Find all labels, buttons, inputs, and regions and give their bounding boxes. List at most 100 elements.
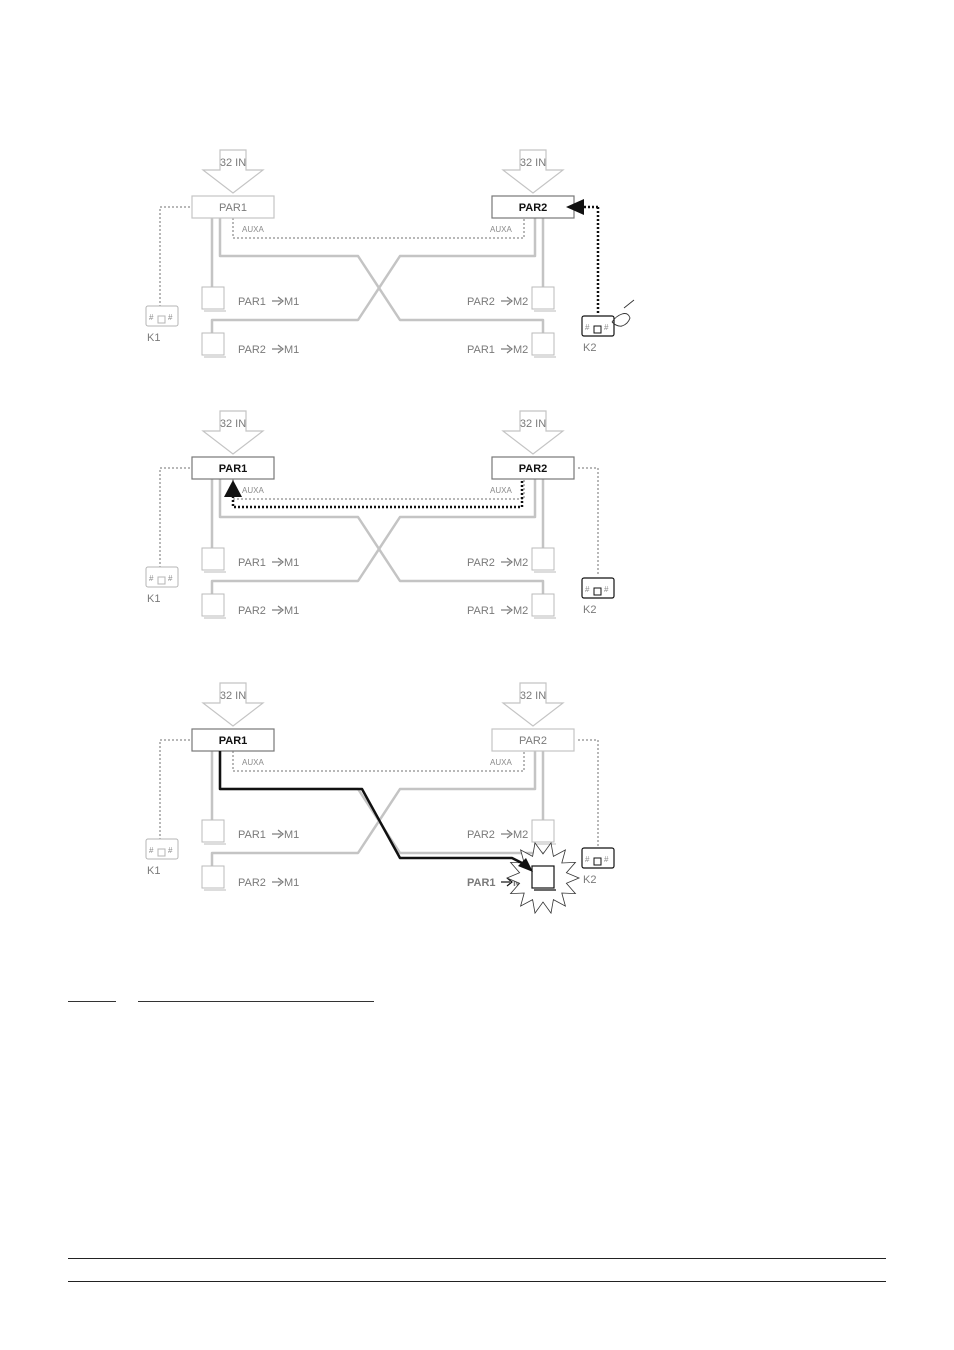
monitor-icon	[202, 287, 224, 309]
k1-link	[160, 207, 190, 306]
processor-par1: PAR1	[192, 729, 274, 751]
input-label: 32 IN	[220, 418, 246, 430]
keypad-k2: # # K2	[582, 578, 614, 616]
keypad-k1: # # K1	[146, 839, 178, 877]
aux-arrow-head	[224, 480, 242, 497]
monitor-label-destination: M2	[513, 296, 528, 308]
keypad-k1: ##K1	[146, 567, 178, 605]
k1-link	[160, 740, 190, 839]
input-arrow-par2: 32 IN	[503, 150, 563, 193]
keypad-label: K2	[583, 604, 596, 616]
monitor-m1-bottom	[202, 594, 226, 618]
wire-par1-m2	[220, 751, 543, 866]
processor-label: PAR1	[219, 463, 248, 475]
monitor-icon	[532, 287, 554, 309]
monitor-label-source: PAR1	[238, 296, 266, 308]
monitor-m1-bottom	[202, 333, 226, 357]
processor-par2: PAR2	[492, 729, 574, 751]
input-arrow-par2: 32 IN	[503, 411, 563, 454]
monitor-label-source: PAR2	[238, 344, 266, 356]
monitor-label-destination: M1	[284, 296, 299, 308]
processor-par2: PAR2	[492, 196, 574, 218]
monitor-m1-top	[202, 820, 226, 844]
processor-par1: PAR1	[192, 196, 274, 218]
monitor-m2-top	[532, 820, 556, 844]
input-label: 32 IN	[520, 157, 546, 169]
hand-press-icon	[612, 300, 634, 326]
monitor-label-destination: M2	[513, 344, 528, 356]
input-label: 32 IN	[520, 690, 546, 702]
k2-link	[578, 740, 598, 846]
keypad-k1: ##K1	[146, 306, 178, 344]
monitor-label-destination: M2	[513, 605, 528, 617]
monitor-icon	[202, 866, 224, 888]
monitor-label-source: PAR2	[467, 557, 495, 569]
keypad-key-left: #	[149, 846, 154, 855]
k1-link	[160, 468, 190, 567]
monitor-icon	[532, 548, 554, 570]
monitor-label-destination: M1	[284, 829, 299, 841]
monitor-label-destination: M1	[284, 877, 299, 889]
keypad-label: K1	[147, 332, 160, 344]
input-arrow-par1: 32 IN	[203, 683, 263, 726]
monitor-icon	[202, 548, 224, 570]
monitor-icon	[532, 594, 554, 616]
monitor-highlighted-icon	[532, 866, 554, 888]
processor-label: PAR2	[519, 202, 548, 214]
keypad-k2: ##K2	[582, 316, 614, 354]
aux-link	[233, 751, 524, 771]
footer-rule-top	[68, 1258, 886, 1259]
monitor-label-destination: M2	[513, 557, 528, 569]
heading-underline-long	[138, 1001, 374, 1002]
wire-par1-m2	[220, 218, 543, 333]
label-par2-m1: PAR2 M1	[238, 877, 299, 889]
aux-active-link	[233, 479, 522, 507]
keypad-key-left: #	[585, 323, 590, 332]
wire-par2-m1	[212, 218, 535, 333]
keypad-label: K1	[147, 593, 160, 605]
aux-label-par2: AUXA	[490, 758, 512, 767]
monitor-m1-top	[202, 548, 226, 572]
monitor-icon	[202, 820, 224, 842]
keypad-key-right: #	[168, 846, 173, 855]
monitor-label-source: PAR1	[238, 829, 266, 841]
input-arrow-par1: 32 IN	[203, 411, 263, 454]
monitor-label-source: PAR1	[467, 344, 495, 356]
aux-link	[233, 218, 524, 238]
aux-label-par1: AUXA	[242, 486, 264, 495]
k2-link	[578, 468, 598, 576]
aux-label-par2: AUXA	[490, 225, 512, 234]
keypad-key-right: #	[604, 585, 609, 594]
keypad-label: K1	[147, 865, 160, 877]
input-label: 32 IN	[520, 418, 546, 430]
monitor-m1-bottom	[202, 866, 226, 890]
aux-label-par1: AUXA	[242, 758, 264, 767]
input-arrow-par1: 32 IN	[203, 150, 263, 193]
keypad-label: K2	[583, 342, 596, 354]
monitor-label-source: PAR2	[238, 605, 266, 617]
keypad-key-left: #	[585, 855, 590, 864]
keypad-key-left: #	[585, 585, 590, 594]
label-par1-m2: PAR1 M2	[467, 344, 528, 356]
monitor-label-destination: M1	[284, 605, 299, 617]
keypad-k2: ##K2	[582, 848, 614, 886]
monitor-label-destination: M2	[513, 829, 528, 841]
keypad-key-left: #	[149, 574, 154, 583]
monitor-m2-bottom	[532, 594, 556, 618]
aux-label-par1: AUXA	[242, 225, 264, 234]
monitor-icon	[202, 333, 224, 355]
label-par1-m1: PAR1 M1	[238, 296, 299, 308]
monitor-label-source: PAR1	[467, 877, 496, 889]
monitor-m2-top	[532, 287, 556, 311]
monitor-label-source: PAR2	[238, 877, 266, 889]
label-par2-m1: PAR2 M1	[238, 605, 299, 617]
monitor-icon	[532, 820, 554, 842]
wire-par1-m2	[220, 479, 543, 594]
processor-par1: PAR1	[192, 457, 274, 479]
processor-label: PAR1	[219, 202, 247, 214]
input-label: 32 IN	[220, 690, 246, 702]
